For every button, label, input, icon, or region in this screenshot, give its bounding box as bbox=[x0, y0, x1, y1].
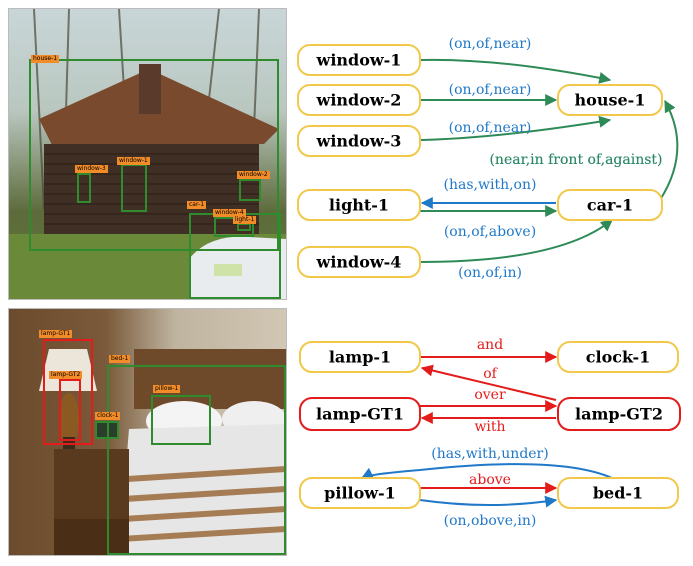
house-photo: house-1 window-3 window-1 window-2 car-1… bbox=[8, 8, 287, 300]
node-window-1: window-1 bbox=[297, 44, 421, 76]
label-car-house-1: (near,in front of,against) bbox=[489, 152, 662, 168]
node-lamp-1: lamp-1 bbox=[299, 341, 421, 373]
node-house-1: house-1 bbox=[557, 84, 663, 116]
tag-bed-1: bed-1 bbox=[109, 355, 131, 363]
edge-window3-house bbox=[419, 115, 612, 141]
edge-window4-car bbox=[419, 219, 613, 263]
node-car-1-label: car-1 bbox=[587, 196, 633, 215]
bbox-pillow-1 bbox=[151, 395, 211, 445]
bbox-window-3 bbox=[77, 173, 91, 203]
label-w4-car: (on,of,in) bbox=[458, 265, 522, 281]
node-lamp-gt2: lamp-GT2 bbox=[557, 397, 681, 431]
label-w2-house: (on,of,near) bbox=[449, 82, 532, 98]
bbox-lamp-gt2 bbox=[59, 379, 81, 441]
label-lamp-clock: and bbox=[477, 337, 503, 353]
node-car-1: car-1 bbox=[557, 189, 663, 221]
bbox-window-2 bbox=[239, 179, 261, 201]
tag-lamp-gt1: lamp-GT1 bbox=[39, 330, 73, 338]
node-house-1-label: house-1 bbox=[575, 91, 646, 110]
node-window-1-label: window-1 bbox=[316, 51, 402, 70]
label-gt1-gt2: over bbox=[474, 387, 506, 403]
label-w1-house: (on,of,near) bbox=[449, 36, 532, 52]
tag-window-3: window-3 bbox=[75, 165, 108, 173]
bbox-house-1 bbox=[29, 59, 279, 251]
edge-window1-house bbox=[419, 58, 612, 84]
tag-window-2: window-2 bbox=[237, 171, 270, 179]
node-clock-1: clock-1 bbox=[557, 341, 679, 373]
label-gt2-gt1: with bbox=[474, 419, 505, 435]
bbox-light-1 bbox=[237, 223, 251, 231]
bbox-bed-1 bbox=[107, 365, 286, 555]
node-pillow-1: pillow-1 bbox=[299, 477, 421, 509]
node-window-3-label: window-3 bbox=[316, 132, 402, 151]
bbox-lamp-gt1 bbox=[43, 339, 93, 445]
label-pillow-bed-red: above bbox=[469, 472, 511, 488]
tag-light-1: light-1 bbox=[233, 216, 257, 224]
node-window-2: window-2 bbox=[297, 84, 421, 116]
bbox-clock-1 bbox=[95, 421, 119, 439]
node-window-2-label: window-2 bbox=[316, 91, 402, 110]
edge-bed-pillow bbox=[360, 463, 613, 479]
tag-pillow-1: pillow-1 bbox=[153, 385, 181, 393]
edge-car-house bbox=[659, 99, 679, 201]
node-bed-1-label: bed-1 bbox=[593, 484, 643, 503]
label-clock-lamp: of bbox=[483, 366, 498, 382]
edge-clock-lamp bbox=[420, 364, 557, 401]
label-car-light: (has,with,on) bbox=[444, 177, 537, 193]
label-light-car: (on,of,above) bbox=[444, 224, 536, 240]
tag-car-1: car-1 bbox=[187, 201, 207, 209]
tag-window-1: window-1 bbox=[117, 157, 150, 165]
node-lamp-gt2-label: lamp-GT2 bbox=[575, 405, 663, 424]
node-bed-1: bed-1 bbox=[557, 477, 679, 509]
node-lamp-1-label: lamp-1 bbox=[329, 348, 391, 367]
label-pillow-bed-blue: (on,obove,in) bbox=[444, 513, 537, 529]
node-window-3: window-3 bbox=[297, 125, 421, 157]
node-lamp-gt1-label: lamp-GT1 bbox=[316, 405, 404, 424]
node-clock-1-label: clock-1 bbox=[586, 348, 650, 367]
tag-clock-1: clock-1 bbox=[95, 412, 121, 420]
node-window-4-label: window-4 bbox=[316, 253, 402, 272]
node-light-1-label: light-1 bbox=[329, 196, 389, 215]
node-window-4: window-4 bbox=[297, 246, 421, 278]
label-bed-pillow: (has,with,under) bbox=[431, 446, 548, 462]
node-light-1: light-1 bbox=[297, 189, 421, 221]
tag-lamp-gt2: lamp-GT2 bbox=[49, 371, 83, 379]
edge-pillow-bed-blue bbox=[419, 495, 558, 508]
house-illustration bbox=[9, 9, 286, 299]
node-lamp-gt1: lamp-GT1 bbox=[299, 397, 421, 431]
label-car-house-2: (near,in front of,against) bbox=[489, 152, 662, 168]
bedroom-photo: lamp-GT1 lamp-GT2 bed-1 pillow-1 clock-1 bbox=[8, 308, 287, 556]
tag-house-1: house-1 bbox=[31, 55, 60, 63]
bbox-window-1 bbox=[121, 164, 147, 212]
label-w3-house: (on,of,near) bbox=[449, 120, 532, 136]
node-pillow-1-label: pillow-1 bbox=[324, 484, 396, 503]
tag-window-4: window-4 bbox=[213, 209, 246, 217]
